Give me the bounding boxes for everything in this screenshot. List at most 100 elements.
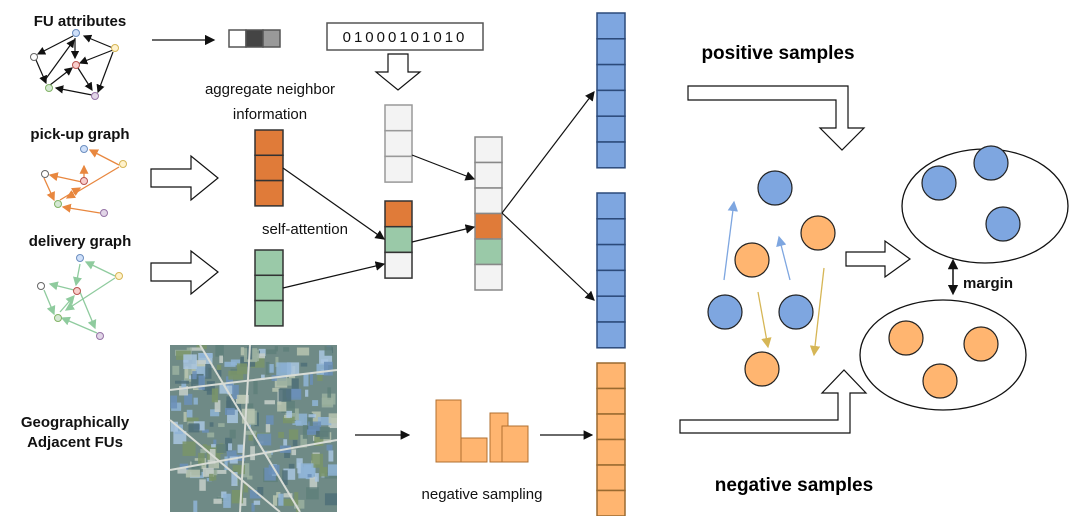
satellite-patch bbox=[272, 495, 278, 506]
satellite-patch bbox=[282, 470, 288, 486]
satellite-patch bbox=[264, 400, 276, 405]
satellite-patch bbox=[306, 429, 317, 435]
satellite-patch bbox=[291, 378, 299, 390]
vector-cell bbox=[596, 12, 626, 40]
satellite-patch bbox=[278, 388, 292, 402]
satellite-road bbox=[169, 369, 338, 391]
satellite-patch bbox=[253, 437, 259, 446]
positive-sample-point bbox=[985, 206, 1021, 242]
satellite-patch bbox=[188, 423, 200, 433]
geo-label-line2: Adjacent FUs bbox=[27, 434, 123, 451]
vector-cell bbox=[596, 489, 626, 516]
satellite-patch bbox=[173, 430, 187, 445]
satellite-patch bbox=[185, 366, 189, 379]
vector-cell bbox=[474, 212, 503, 240]
vector-cell bbox=[474, 238, 503, 266]
binary-code-box bbox=[326, 22, 484, 51]
satellite-patch bbox=[283, 347, 290, 352]
hollow-right-arrow-delivery bbox=[150, 249, 219, 296]
vector-cell bbox=[596, 192, 626, 220]
satellite-patch bbox=[294, 492, 299, 505]
negative-sample-point bbox=[888, 320, 924, 356]
satellite-patch bbox=[213, 439, 217, 446]
satellite-patch bbox=[274, 346, 278, 352]
satellite-patch bbox=[215, 470, 227, 474]
vector-cell bbox=[254, 154, 284, 182]
satellite-patch bbox=[271, 375, 287, 381]
satellite-patch bbox=[281, 401, 295, 413]
self-attention-label: self-attention bbox=[262, 221, 348, 238]
satellite-patch bbox=[278, 431, 285, 438]
delivery-embedding bbox=[254, 249, 284, 327]
satellite-patch bbox=[179, 386, 189, 396]
satellite-patch bbox=[240, 347, 245, 356]
satellite-patch bbox=[324, 346, 333, 356]
satellite-patch bbox=[205, 363, 212, 379]
code-embedding bbox=[384, 104, 413, 183]
satellite-patch bbox=[215, 345, 224, 357]
satellite-patch bbox=[304, 417, 313, 424]
satellite-patch bbox=[309, 371, 313, 385]
satellite-patch bbox=[283, 493, 293, 498]
satellite-patch bbox=[199, 479, 206, 491]
satellite-patch bbox=[306, 487, 319, 500]
satellite-patch bbox=[278, 493, 284, 506]
positive-sample-point bbox=[921, 165, 957, 201]
vector-cell bbox=[596, 413, 626, 441]
satellite-patch bbox=[286, 410, 293, 418]
embedding-vectors bbox=[254, 12, 626, 516]
satellite-patch bbox=[292, 439, 298, 447]
margin-label: margin bbox=[963, 275, 1013, 292]
satellite-road bbox=[169, 439, 338, 471]
hollow-right-arrow-cluster bbox=[845, 239, 912, 279]
sample-points bbox=[707, 145, 1021, 399]
satellite-patch bbox=[213, 498, 222, 504]
satellite-patch bbox=[241, 497, 247, 506]
satellite-patch bbox=[228, 370, 244, 380]
satellite-patch bbox=[181, 380, 187, 390]
satellite-patch bbox=[170, 395, 178, 409]
satellite-patch bbox=[229, 456, 238, 464]
binary-code: 01000101010 bbox=[343, 29, 468, 46]
negative-sampling-histogram bbox=[435, 399, 529, 463]
satellite-patch bbox=[267, 364, 274, 373]
positive-sample-point bbox=[778, 294, 814, 330]
negative-sample-point bbox=[800, 215, 836, 251]
vector-cell bbox=[384, 200, 413, 228]
satellite-patch bbox=[237, 444, 244, 453]
satellite-patch bbox=[265, 361, 270, 375]
satellite-patch bbox=[219, 355, 223, 364]
satellite-patch bbox=[321, 397, 334, 408]
satellite-patch bbox=[261, 374, 265, 381]
output-embedding-positive-2 bbox=[596, 192, 626, 349]
fu-attributes-label: FU attributes bbox=[34, 13, 127, 30]
satellite-patch bbox=[266, 349, 277, 355]
satellite-patch bbox=[229, 429, 236, 439]
positive-sample-point bbox=[757, 170, 793, 206]
satellite-patch bbox=[224, 361, 236, 367]
satellite-patch bbox=[228, 443, 233, 451]
satellite-patch bbox=[283, 498, 294, 506]
satellite-patch bbox=[177, 467, 187, 474]
output-embedding-negative bbox=[596, 362, 626, 516]
satellite-patch bbox=[250, 446, 255, 461]
satellite-patch bbox=[183, 354, 197, 370]
satellite-patch bbox=[276, 362, 291, 376]
satellite-patch bbox=[231, 489, 244, 504]
satellite-patch bbox=[203, 384, 212, 391]
satellite-patch bbox=[200, 448, 207, 454]
vector-cell bbox=[596, 89, 626, 117]
satellite-patch bbox=[248, 434, 253, 441]
satellite-patch bbox=[245, 430, 257, 435]
vector-cell bbox=[384, 155, 413, 183]
satellite-patch bbox=[323, 361, 333, 376]
fu-attribute-graph bbox=[35, 34, 114, 96]
satellite-patch bbox=[328, 450, 334, 462]
satellite-patch bbox=[224, 456, 228, 471]
satellite-patch bbox=[328, 464, 337, 476]
aggregate-label-line1: aggregate neighbor bbox=[205, 81, 335, 98]
satellite-patch bbox=[211, 388, 218, 403]
satellite-patch bbox=[319, 467, 328, 477]
sample-shift-arrows bbox=[723, 200, 825, 357]
